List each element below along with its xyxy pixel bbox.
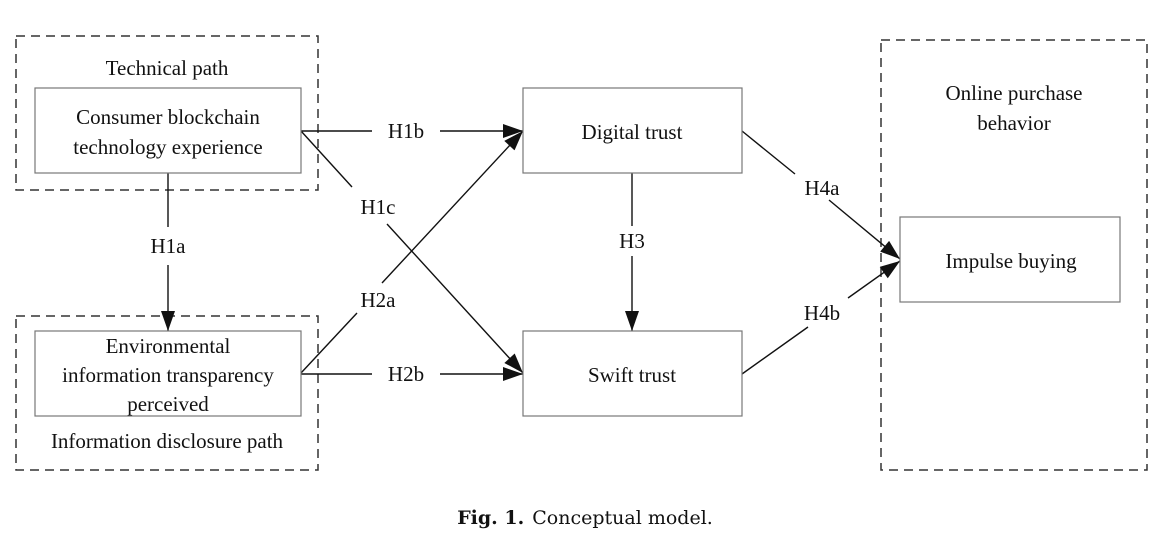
h4b-label: H4b — [804, 301, 840, 325]
digital-trust-box — [522, 87, 743, 174]
environmental-box-line2: information transparency — [62, 363, 274, 387]
consumer-box-line2: technology experience — [73, 135, 263, 159]
consumer-blockchain-box — [34, 87, 302, 174]
consumer-box-line1: Consumer blockchain — [76, 105, 260, 129]
impulse-buying-label: Impulse buying — [945, 249, 1077, 273]
environmental-box-line3: perceived — [127, 392, 209, 416]
technical-path-label: Technical path — [106, 56, 229, 80]
information-disclosure-path-label: Information disclosure path — [51, 429, 284, 453]
environmental-transparency-box — [34, 330, 302, 417]
h4b-arrow — [847, 260, 901, 299]
environmental-box-line1: Environmental — [106, 334, 231, 358]
h1c-arrow — [386, 223, 524, 374]
online-purchase-label-line2: behavior — [977, 111, 1050, 135]
h4a-line-top — [741, 130, 796, 175]
h4a-label: H4a — [805, 176, 841, 200]
impulse-buying-box — [899, 216, 1121, 303]
figure-caption: Fig. 1. Conceptual model. — [457, 507, 713, 529]
h1b-label: H1b — [388, 119, 424, 143]
figure-caption-text: Conceptual model. — [532, 507, 713, 529]
digital-trust-label: Digital trust — [582, 120, 683, 144]
h1c-label: H1c — [361, 195, 396, 219]
swift-trust-box — [522, 330, 743, 417]
h1c-line-top — [300, 130, 353, 188]
h2a-arrow — [381, 130, 524, 284]
technical-path-group — [15, 35, 319, 191]
h3-label: H3 — [619, 229, 645, 253]
h2b-label: H2b — [388, 362, 424, 386]
online-purchase-label-line1: Online purchase — [945, 81, 1082, 105]
figure-caption-prefix: Fig. 1. — [457, 507, 524, 529]
swift-trust-label: Swift trust — [588, 363, 676, 387]
h1a-label: H1a — [151, 234, 187, 258]
h2a-label: H2a — [361, 288, 397, 312]
h4b-line-bottom — [741, 326, 809, 375]
h4a-arrow — [828, 199, 901, 260]
h2a-line-bottom — [300, 312, 358, 374]
